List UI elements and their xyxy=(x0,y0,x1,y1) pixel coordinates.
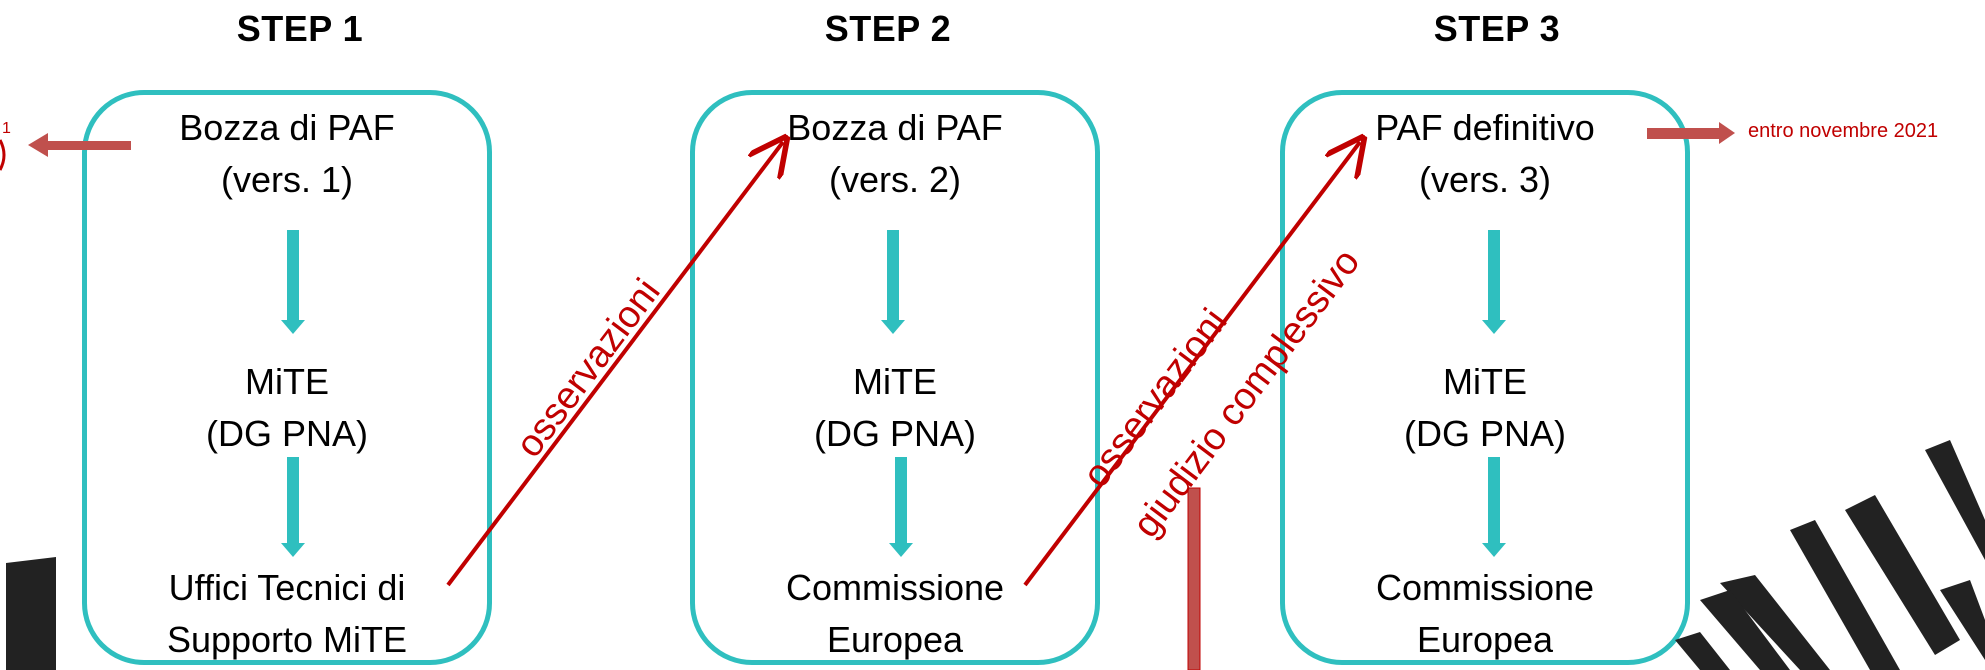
step-3-title: STEP 3 xyxy=(1433,8,1561,49)
black-decor-left xyxy=(6,557,56,670)
deadline-note: entro novembre 2021 xyxy=(1748,120,1939,142)
step-2-mite-node: MiTE(DG PNA) xyxy=(814,361,976,454)
step-2-title: STEP 2 xyxy=(824,8,952,49)
left-edge-fragment xyxy=(0,139,6,171)
step-2-draft-node: Bozza di PAF(vers. 2) xyxy=(787,107,1003,200)
deadline-arrow-shaft xyxy=(1647,128,1723,139)
step-1-box xyxy=(82,90,492,665)
arrow-step2-to-step3 xyxy=(1023,142,1360,587)
step-2-box xyxy=(690,90,1100,665)
arrow-step1-to-step2 xyxy=(446,142,783,587)
black-decor-rays xyxy=(1675,440,1985,670)
left-fragment-note: 1 xyxy=(2,120,11,137)
step-1-draft-node: Bozza di PAF(vers. 1) xyxy=(179,107,395,200)
red-vertical-bar xyxy=(1187,487,1201,670)
deadline-arrow-head xyxy=(1719,122,1735,144)
step-3-mite-node: MiTE(DG PNA) xyxy=(1404,361,1566,454)
step-1-title: STEP 1 xyxy=(236,8,364,49)
step-3-box xyxy=(1280,90,1690,665)
left-note-arrow-shaft xyxy=(46,141,131,150)
left-note-arrow-head xyxy=(28,133,48,157)
step-1-mite-node: MiTE(DG PNA) xyxy=(206,361,368,454)
step-3-final-node: PAF definitivo(vers. 3) xyxy=(1375,107,1595,200)
